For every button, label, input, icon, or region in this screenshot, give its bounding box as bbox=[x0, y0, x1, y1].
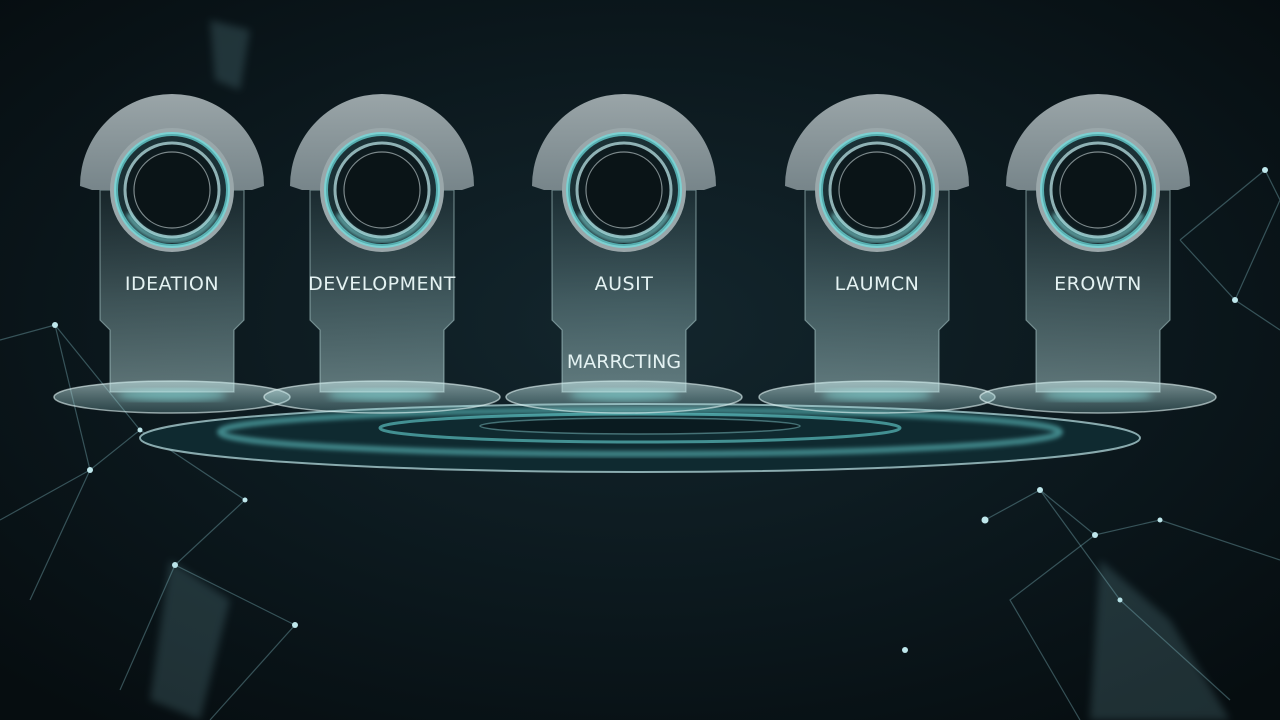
network-haze-decoration bbox=[150, 20, 1230, 720]
stage-lens-highlight bbox=[831, 213, 923, 243]
base-platform bbox=[139, 403, 1141, 473]
stage-pod: LAUMCN bbox=[758, 94, 996, 414]
stage-lens-inner bbox=[343, 151, 421, 229]
stage-label: EROWTN bbox=[1054, 273, 1142, 295]
stage-label: LAUMCN bbox=[835, 273, 920, 295]
center-stage-label: MARRCTING bbox=[567, 351, 681, 373]
stage-pod: AUSIT bbox=[505, 94, 743, 414]
stage-panel bbox=[804, 189, 950, 393]
stage-panel bbox=[551, 189, 697, 393]
stage-label: AUSIT bbox=[595, 273, 654, 295]
stage-lens-inner bbox=[585, 151, 663, 229]
stage-lens-inner bbox=[133, 151, 211, 229]
stage-lens-highlight bbox=[1052, 213, 1144, 243]
stage-pod: EROWTN bbox=[979, 94, 1217, 414]
stage-pod: IDEATION bbox=[53, 94, 291, 414]
stage-row: IDEATION DEVELOPMENT AUSIT LAUMCN EROWTN bbox=[53, 94, 1217, 414]
stage-pod: DEVELOPMENT bbox=[263, 94, 501, 414]
stage-lens-highlight bbox=[336, 213, 428, 243]
stage-panel bbox=[1025, 189, 1171, 393]
stage-label: DEVELOPMENT bbox=[308, 273, 456, 295]
stage-lens-inner bbox=[838, 151, 916, 229]
stage-panel bbox=[309, 189, 455, 393]
stage-panel bbox=[99, 189, 245, 393]
stage-lens-highlight bbox=[126, 213, 218, 243]
stage-label: IDEATION bbox=[125, 273, 219, 295]
stage-lens-inner bbox=[1059, 151, 1137, 229]
stage-lens-highlight bbox=[578, 213, 670, 243]
